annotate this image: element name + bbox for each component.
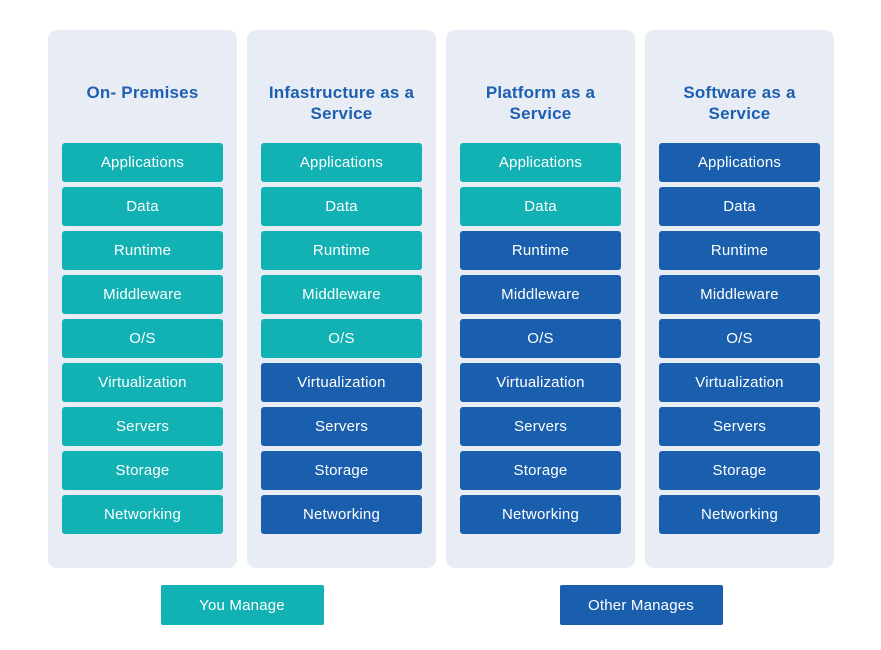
layer-virtualization: Virtualization — [659, 363, 820, 402]
layer-middleware: Middleware — [261, 275, 422, 314]
layer-networking: Networking — [261, 495, 422, 534]
layer-middleware: Middleware — [659, 275, 820, 314]
panel-paas: Platform as a Service Applications Data … — [446, 30, 635, 568]
layer-os: O/S — [460, 319, 621, 358]
panel-iaas: Infastructure as a Service Applications … — [247, 30, 436, 568]
layer-middleware: Middleware — [62, 275, 223, 314]
legend-you-manage: You Manage — [160, 585, 324, 625]
layer-data: Data — [261, 187, 422, 226]
layer-os: O/S — [659, 319, 820, 358]
service-model-columns: On- Premises Applications Data Runtime M… — [48, 30, 834, 568]
legend: You Manage Other Manages — [48, 585, 835, 625]
layer-applications: Applications — [62, 143, 223, 182]
layer-networking: Networking — [62, 495, 223, 534]
layer-os: O/S — [261, 319, 422, 358]
layer-os: O/S — [62, 319, 223, 358]
layer-stack-on-premises: Applications Data Runtime Middleware O/S… — [62, 143, 223, 534]
layer-applications: Applications — [460, 143, 621, 182]
layer-runtime: Runtime — [261, 231, 422, 270]
legend-right-half: Other Manages — [447, 585, 835, 625]
layer-networking: Networking — [460, 495, 621, 534]
layer-storage: Storage — [659, 451, 820, 490]
layer-servers: Servers — [62, 407, 223, 446]
legend-left-half: You Manage — [48, 585, 436, 625]
layer-middleware: Middleware — [460, 275, 621, 314]
layer-storage: Storage — [62, 451, 223, 490]
panel-title-iaas: Infastructure as a Service — [268, 83, 415, 124]
layer-stack-saas: Applications Data Runtime Middleware O/S… — [659, 143, 820, 534]
panel-title-saas: Software as a Service — [683, 83, 796, 124]
layer-applications: Applications — [261, 143, 422, 182]
panel-on-premises: On- Premises Applications Data Runtime M… — [48, 30, 237, 568]
layer-virtualization: Virtualization — [62, 363, 223, 402]
layer-storage: Storage — [261, 451, 422, 490]
panel-title-on-premises: On- Premises — [86, 83, 199, 102]
layer-data: Data — [659, 187, 820, 226]
layer-stack-paas: Applications Data Runtime Middleware O/S… — [460, 143, 621, 534]
layer-data: Data — [62, 187, 223, 226]
layer-servers: Servers — [659, 407, 820, 446]
layer-virtualization: Virtualization — [460, 363, 621, 402]
layer-virtualization: Virtualization — [261, 363, 422, 402]
layer-runtime: Runtime — [460, 231, 621, 270]
layer-data: Data — [460, 187, 621, 226]
panel-saas: Software as a Service Applications Data … — [645, 30, 834, 568]
layer-runtime: Runtime — [62, 231, 223, 270]
layer-networking: Networking — [659, 495, 820, 534]
layer-applications: Applications — [659, 143, 820, 182]
layer-servers: Servers — [460, 407, 621, 446]
layer-runtime: Runtime — [659, 231, 820, 270]
layer-storage: Storage — [460, 451, 621, 490]
legend-other-manages: Other Manages — [559, 585, 723, 625]
layer-servers: Servers — [261, 407, 422, 446]
layer-stack-iaas: Applications Data Runtime Middleware O/S… — [261, 143, 422, 534]
panel-title-paas: Platform as a Service — [485, 83, 596, 124]
